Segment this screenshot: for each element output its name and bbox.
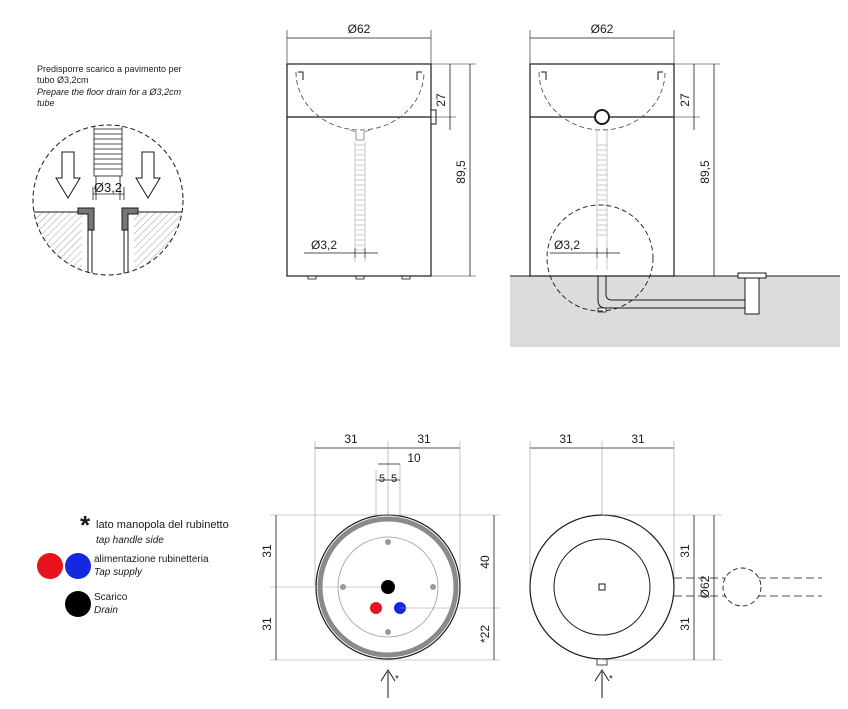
basin-outline — [295, 71, 425, 131]
fixing-hole — [385, 539, 391, 545]
detail-circle — [32, 124, 184, 276]
hot-supply-hole — [370, 602, 382, 614]
cold-supply-swatch — [65, 553, 91, 579]
front-basin-height-label: 27 — [434, 93, 448, 107]
legend: * lato manopola del rubinetto tap handle… — [37, 510, 229, 617]
plan-left-half-right: 31 — [417, 432, 431, 446]
plan-left-half-left: 31 — [344, 432, 358, 446]
plan-left-half-bottom: 31 — [260, 617, 274, 631]
install-note: Predisporre scarico a pavimento per tubo… — [37, 64, 182, 108]
side-width-label: Ø62 — [591, 22, 614, 36]
floor-section — [510, 276, 840, 347]
drain-swatch — [65, 591, 91, 617]
fixing-hole — [430, 584, 436, 590]
front-width-label: Ø62 — [348, 22, 371, 36]
plan-left-dim-40: 40 — [478, 555, 492, 569]
legend-supply-en: Tap supply — [94, 567, 143, 578]
plan-right-half-right: 31 — [631, 432, 645, 446]
knob-outline — [722, 567, 762, 607]
plan-right-arrow-mark: * — [609, 674, 613, 685]
plan-right-half-bottom: 31 — [678, 617, 692, 631]
legend-tap-side-en: tap handle side — [96, 535, 164, 546]
detail-drain-label: Ø3,2 — [94, 180, 122, 195]
legend-star: * — [80, 510, 91, 540]
side-basin-height-label: 27 — [678, 93, 692, 107]
legend-tap-side-it: lato manopola del rubinetto — [96, 519, 229, 531]
plan-left-dim-22: *22 — [478, 625, 492, 643]
plan-right-dia: Ø62 — [698, 575, 712, 598]
install-note-it-line2: tubo Ø3,2cm — [37, 75, 89, 85]
plan-right-half-top: 31 — [678, 544, 692, 558]
front-total-height-label: 89,5 — [454, 160, 468, 184]
side-elevation: Ø62 Ø3 — [510, 22, 840, 347]
install-note-en-line1: Prepare the floor drain for a Ø3,2cm — [37, 87, 182, 97]
plan-view-holes: 31 31 10 5 5 40 *22 31 31 — [260, 432, 500, 698]
plan-left-offset-5b: 5 — [391, 473, 397, 485]
up-arrow-icon — [594, 669, 610, 682]
drain-marker — [598, 583, 606, 591]
plan-left-half-top: 31 — [260, 544, 274, 558]
flange-right — [121, 207, 139, 231]
flange-left — [77, 207, 95, 231]
side-drain-label: Ø3,2 — [554, 238, 580, 252]
plan-view-top: 31 31 31 31 Ø62 * — [529, 432, 822, 698]
corrugated-hose — [93, 125, 123, 200]
drain-detail: Ø3,2 — [32, 124, 184, 276]
install-note-it-line1: Predisporre scarico a pavimento per — [37, 64, 182, 74]
floor-drain-trap — [744, 277, 760, 315]
legend-drain-it: Scarico — [94, 592, 128, 603]
plan-left-arrow-mark: * — [395, 674, 399, 685]
front-elevation: Ø62 Ø3,2 — [286, 22, 476, 280]
plan-right-half-left: 31 — [559, 432, 573, 446]
legend-drain-en: Drain — [94, 605, 118, 616]
detail-reference-circle — [546, 204, 654, 312]
down-arrow-icon — [135, 151, 161, 199]
tap-knob — [594, 109, 610, 125]
front-drain-label: Ø3,2 — [311, 238, 337, 252]
down-arrow-icon — [55, 151, 81, 199]
plan-left-offset-10: 10 — [407, 451, 421, 465]
legend-supply-it: alimentazione rubinetteria — [94, 554, 209, 565]
up-arrow-icon — [380, 669, 396, 682]
hot-supply-swatch — [37, 553, 63, 579]
fixing-hole — [385, 629, 391, 635]
side-total-height-label: 89,5 — [698, 160, 712, 184]
plan-left-offset-5a: 5 — [379, 473, 385, 485]
drain-hole — [381, 580, 395, 594]
install-note-en-line2: tube — [37, 98, 55, 108]
